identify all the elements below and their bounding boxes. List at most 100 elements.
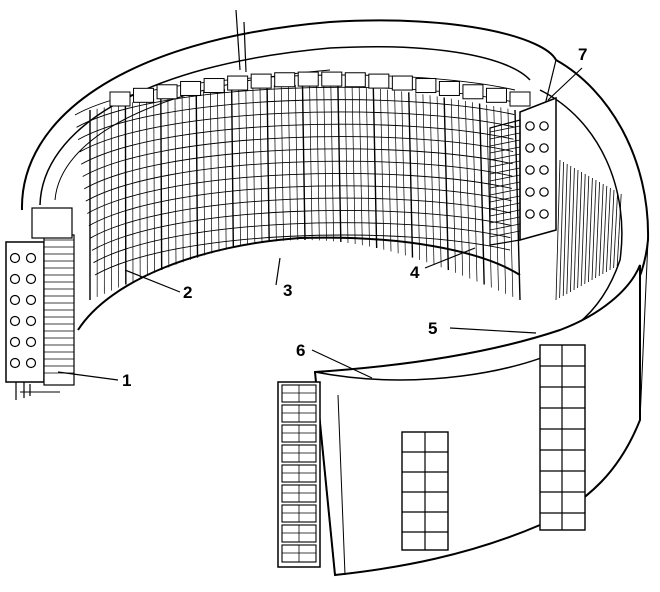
module-column — [225, 89, 227, 250]
module-column — [352, 87, 355, 244]
leader-5 — [450, 328, 536, 333]
rim-block — [275, 73, 295, 87]
module-row — [86, 161, 513, 201]
module-column — [295, 85, 297, 240]
inner-bore-edge — [78, 238, 520, 330]
module-row — [87, 173, 512, 213]
callout-1: 1 — [122, 371, 131, 390]
module-column — [189, 93, 190, 260]
module-column — [133, 102, 134, 281]
module-column — [345, 86, 348, 243]
mount-hole — [11, 254, 20, 263]
module-column — [416, 93, 420, 260]
module-column — [303, 85, 306, 240]
mount-hole — [11, 275, 20, 284]
rim-block — [181, 81, 201, 95]
module-row — [89, 186, 512, 226]
module-column — [581, 174, 585, 286]
module-column — [232, 88, 234, 248]
rim-block — [416, 79, 436, 93]
callout-4: 4 — [410, 263, 420, 282]
module-column — [317, 85, 320, 240]
module-column — [388, 90, 392, 252]
mount-hole — [27, 338, 36, 347]
module-column — [210, 91, 211, 254]
module-column — [610, 190, 614, 270]
module-column — [599, 184, 603, 276]
module-column — [588, 178, 592, 282]
rim-block — [157, 85, 177, 99]
rim-block — [322, 72, 342, 86]
callout-5: 5 — [428, 319, 437, 338]
mount-hole — [540, 144, 548, 152]
module-column — [570, 168, 574, 292]
rung — [490, 210, 520, 216]
module-column — [246, 87, 248, 245]
mount-hole — [27, 254, 36, 263]
callout-3: 3 — [283, 281, 292, 300]
left-end-section — [6, 208, 74, 400]
module-column — [147, 100, 148, 276]
leader-4 — [425, 248, 475, 268]
module-column — [430, 95, 434, 264]
module-row — [80, 112, 514, 152]
mount-hole — [540, 210, 548, 218]
rim-block — [486, 88, 506, 102]
rung — [490, 175, 520, 181]
rung — [490, 224, 520, 230]
mount-hole — [11, 359, 20, 368]
module-column — [331, 86, 334, 242]
module-column — [168, 96, 169, 267]
rim-block — [110, 92, 130, 106]
module-column — [395, 91, 399, 254]
module-column — [218, 90, 220, 252]
module-column — [560, 162, 564, 298]
module-column — [253, 87, 255, 244]
mount-hole — [27, 317, 36, 326]
module-column — [423, 94, 427, 262]
mount-hole — [11, 317, 20, 326]
mount-hole — [540, 166, 548, 174]
module-column — [324, 85, 327, 240]
rung — [490, 189, 520, 195]
rim-block — [345, 73, 365, 87]
module-column — [563, 164, 567, 296]
mount-hole — [526, 122, 534, 130]
front-cut-section — [278, 382, 320, 567]
module-column — [260, 86, 262, 243]
module-column — [444, 98, 448, 271]
callout-6: 6 — [296, 341, 305, 360]
module-column — [574, 170, 578, 290]
inner-module-array — [75, 72, 530, 300]
mount-hole — [27, 275, 36, 284]
rim-block — [392, 76, 412, 90]
module-column — [154, 99, 155, 273]
module-column — [458, 100, 462, 276]
module-column — [578, 172, 582, 288]
rim-block — [463, 85, 483, 99]
module-column — [175, 95, 176, 264]
mount-hole — [540, 188, 548, 196]
mount-hole — [526, 188, 534, 196]
module-column — [585, 176, 589, 284]
module-column — [161, 98, 162, 271]
module-column — [402, 91, 406, 255]
rung — [490, 168, 520, 174]
module-column — [567, 166, 571, 294]
callout-2: 2 — [183, 283, 192, 302]
module-row — [84, 149, 512, 189]
mount-hole — [540, 122, 548, 130]
module-column — [451, 99, 455, 273]
module-column — [614, 192, 618, 268]
rung — [490, 203, 520, 209]
rim-block — [228, 76, 248, 90]
mount-hole — [526, 210, 534, 218]
rung — [490, 154, 520, 160]
module-row — [81, 124, 513, 164]
module-column — [437, 96, 441, 267]
rim-block — [251, 74, 271, 88]
mount-hole — [526, 166, 534, 174]
callout-7: 7 — [578, 45, 587, 64]
module-column — [592, 180, 596, 280]
